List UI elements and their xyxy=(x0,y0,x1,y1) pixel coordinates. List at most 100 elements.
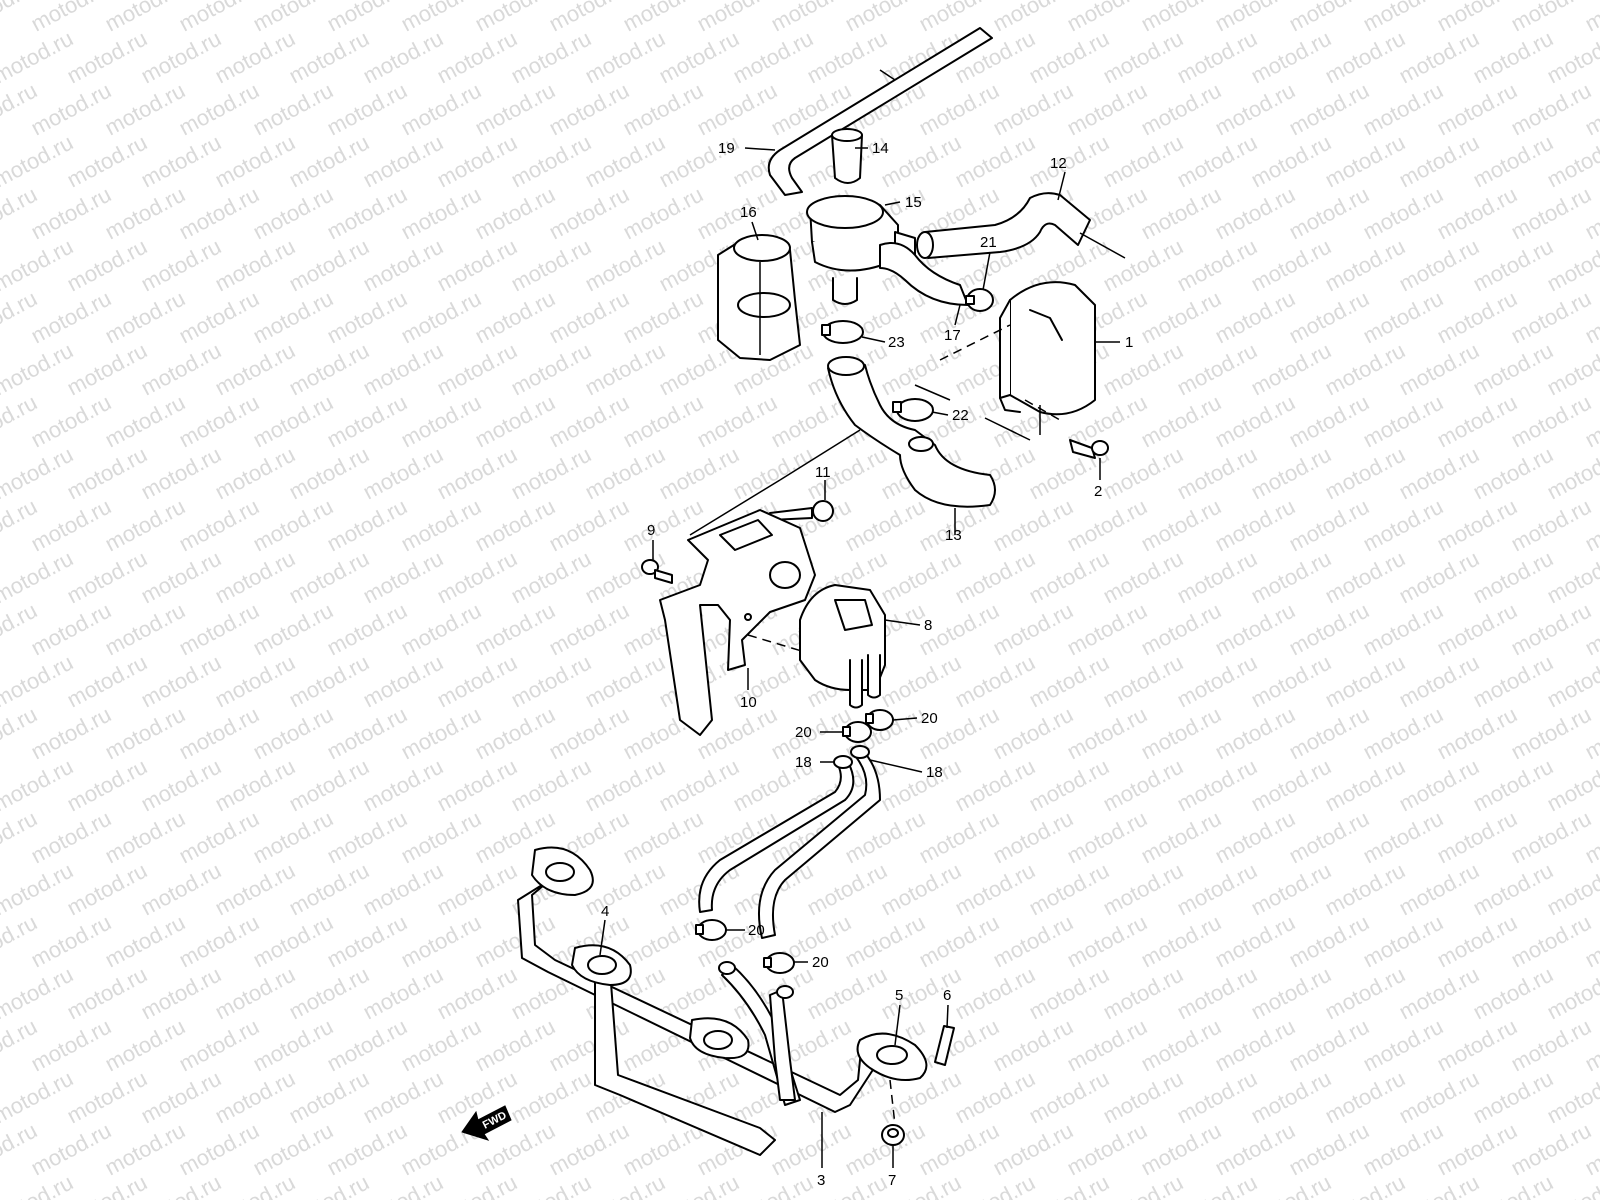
part-9-bolt xyxy=(641,559,673,584)
watermark-text: motod.ru xyxy=(1099,650,1187,713)
watermark-text: motod.ru xyxy=(655,442,743,505)
watermark-text: motod.ru xyxy=(989,910,1077,973)
watermark-text: motod.ru xyxy=(655,754,743,817)
watermark-text: motod.ru xyxy=(1321,442,1409,505)
watermark-text: motod.ru xyxy=(1321,650,1409,713)
watermark-text: motod.ru xyxy=(1173,1170,1261,1200)
watermark-text: motod.ru xyxy=(175,286,263,349)
watermark-text: motod.ru xyxy=(1581,0,1600,36)
watermark-text: motod.ru xyxy=(1285,702,1373,765)
watermark-text: motod.ru xyxy=(1507,494,1595,557)
watermark-text: motod.ru xyxy=(1247,650,1335,713)
watermark-text: motod.ru xyxy=(803,858,891,921)
watermark-text: motod.ru xyxy=(1433,494,1521,557)
part-13-hose xyxy=(689,356,996,536)
watermark-text: motod.ru xyxy=(1359,1118,1447,1181)
watermark-text: motod.ru xyxy=(507,650,595,713)
watermark-text: motod.ru xyxy=(1025,650,1113,713)
watermark-text: motod.ru xyxy=(323,1014,411,1077)
watermark-text: motod.ru xyxy=(1507,1118,1595,1181)
watermark-text: motod.ru xyxy=(1173,546,1261,609)
watermark-text: motod.ru xyxy=(101,78,189,141)
watermark-text: motod.ru xyxy=(1359,182,1447,245)
watermark-text: motod.ru xyxy=(27,598,115,661)
callout-18-right: 18 xyxy=(926,764,943,781)
watermark-text: motod.ru xyxy=(1247,962,1335,1025)
watermark-text: motod.ru xyxy=(137,546,225,609)
watermark-text: motod.ru xyxy=(1099,338,1187,401)
watermark-text: motod.ru xyxy=(175,1014,263,1077)
watermark-text: motod.ru xyxy=(1247,1066,1335,1129)
watermark-text: motod.ru xyxy=(545,702,633,765)
watermark-text: motod.ru xyxy=(1359,702,1447,765)
watermark-text: motod.ru xyxy=(63,858,151,921)
watermark-text: motod.ru xyxy=(1025,1066,1113,1129)
watermark-text: motod.ru xyxy=(1247,26,1335,89)
watermark-text: motod.ru xyxy=(1395,26,1483,89)
watermark-text: motod.ru xyxy=(63,650,151,713)
watermark-text: motod.ru xyxy=(27,806,115,869)
watermark-text: motod.ru xyxy=(581,338,669,401)
watermark-text: motod.ru xyxy=(397,286,485,349)
watermark-text: motod.ru xyxy=(1099,1170,1187,1200)
watermark-text: motod.ru xyxy=(1359,494,1447,557)
watermark-text: motod.ru xyxy=(581,26,669,89)
watermark-text: motod.ru xyxy=(619,286,707,349)
watermark-text: motod.ru xyxy=(1285,598,1373,661)
watermark-text: motod.ru xyxy=(211,234,299,297)
watermark-text: motod.ru xyxy=(989,598,1077,661)
watermark-text: motod.ru xyxy=(471,1014,559,1077)
callout-3: 3 xyxy=(817,1172,825,1189)
watermark-text: motod.ru xyxy=(359,442,447,505)
watermark-text: motod.ru xyxy=(249,494,337,557)
watermark-text: motod.ru xyxy=(285,650,373,713)
watermark-text: motod.ru xyxy=(359,962,447,1025)
watermark-text: motod.ru xyxy=(1137,494,1225,557)
watermark-text: motod.ru xyxy=(1025,546,1113,609)
watermark-text: motod.ru xyxy=(211,546,299,609)
watermark-text: motod.ru xyxy=(1507,286,1595,349)
callout-labels: 19 14 12 15 16 21 1 17 23 22 2 11 13 9 8… xyxy=(601,140,1133,1189)
watermark-text: motod.ru xyxy=(507,1066,595,1129)
watermark-text: motod.ru xyxy=(1137,78,1225,141)
part-4-flange-middle xyxy=(571,944,632,986)
watermark-text: motod.ru xyxy=(63,1170,151,1200)
callout-12: 12 xyxy=(1050,155,1067,172)
watermark-text: motod.ru xyxy=(1247,1170,1335,1200)
callout-14: 14 xyxy=(872,140,889,157)
watermark-text: motod.ru xyxy=(1395,962,1483,1025)
watermark-text: motod.ru xyxy=(1211,182,1299,245)
watermark-text: motod.ru xyxy=(1247,130,1335,193)
watermark-text: motod.ru xyxy=(175,1118,263,1181)
watermark-text: motod.ru xyxy=(951,1170,1039,1200)
watermark-text: motod.ru xyxy=(915,910,1003,973)
watermark-text: motod.ru xyxy=(137,858,225,921)
watermark-text: motod.ru xyxy=(1321,1170,1409,1200)
watermark-text: motod.ru xyxy=(1211,494,1299,557)
watermark-text: motod.ru xyxy=(211,338,299,401)
watermark-text: motod.ru xyxy=(211,858,299,921)
watermark-text: motod.ru xyxy=(63,26,151,89)
watermark-text: motod.ru xyxy=(249,1014,337,1077)
watermark-text: motod.ru xyxy=(101,598,189,661)
callout-21: 21 xyxy=(980,234,997,251)
watermark-text: motod.ru xyxy=(1469,234,1557,297)
watermark-text: motod.ru xyxy=(877,130,965,193)
watermark-text: motod.ru xyxy=(803,962,891,1025)
watermark-text: motod.ru xyxy=(101,1014,189,1077)
watermark-text: motod.ru xyxy=(951,130,1039,193)
watermark-text: motod.ru xyxy=(211,1170,299,1200)
part-1-canister xyxy=(999,281,1096,435)
watermark-text: motod.ru xyxy=(323,1118,411,1181)
watermark-text: motod.ru xyxy=(507,754,595,817)
watermark-text: motod.ru xyxy=(803,26,891,89)
watermark-text: motod.ru xyxy=(951,650,1039,713)
watermark-text: motod.ru xyxy=(285,130,373,193)
watermark-text: motod.ru xyxy=(1025,962,1113,1025)
watermark-text: motod.ru xyxy=(507,1170,595,1200)
watermark-text: motod.ru xyxy=(877,754,965,817)
watermark-text: motod.ru xyxy=(359,26,447,89)
watermark-text: motod.ru xyxy=(1099,442,1187,505)
part-10-bracket xyxy=(659,509,816,736)
watermark-text: motod.ru xyxy=(359,858,447,921)
